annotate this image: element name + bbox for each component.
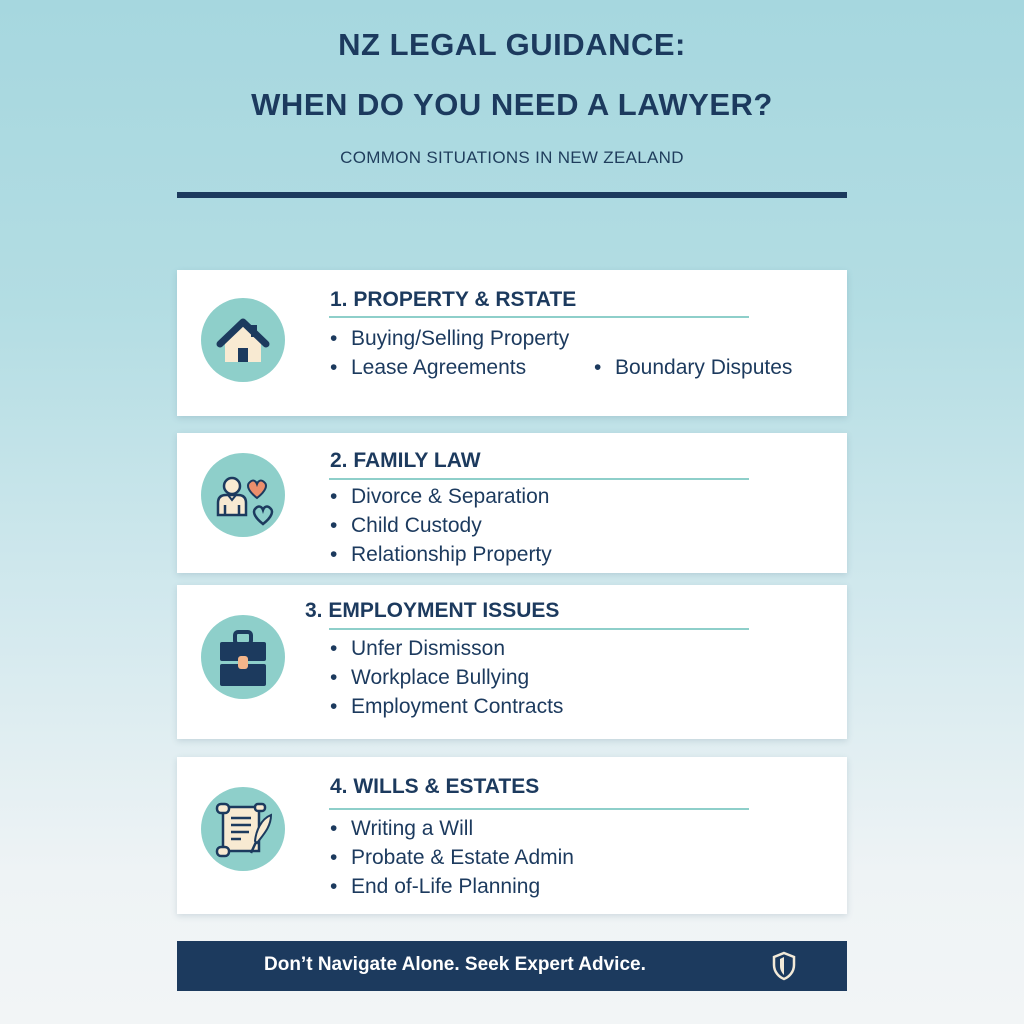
section-divider — [329, 316, 749, 318]
footer-text: Don’t Navigate Alone. Seek Expert Advice… — [264, 954, 646, 975]
shield-icon — [772, 951, 796, 981]
list-item: Divorce & Separation — [330, 485, 549, 509]
section-divider — [329, 628, 749, 630]
list-item: Employment Contracts — [330, 695, 563, 719]
list-item: Probate & Estate Admin — [330, 846, 574, 870]
family-hearts-icon — [201, 453, 285, 537]
list-item: Lease Agreements — [330, 356, 526, 380]
list-item: Unfer Dismisson — [330, 637, 505, 661]
list-item: Writing a Will — [330, 817, 473, 841]
list-item: Relationship Property — [330, 543, 552, 567]
section-divider — [329, 478, 749, 480]
section-card-property: 1. PROPERTY & RSTATE Buying/Selling Prop… — [177, 270, 847, 416]
header-divider — [177, 192, 847, 198]
list-item: Buying/Selling Property — [330, 327, 569, 351]
list-item: End of-Life Planning — [330, 875, 540, 899]
list-item: Workplace Bullying — [330, 666, 529, 690]
section-divider — [329, 808, 749, 810]
section-title: 2. FAMILY LAW — [330, 449, 481, 472]
section-title: 3. EMPLOYMENT ISSUES — [305, 599, 560, 622]
section-card-family: 2. FAMILY LAW Divorce & Separation Child… — [177, 433, 847, 573]
section-title: 1. PROPERTY & RSTATE — [330, 288, 577, 311]
scroll-quill-icon — [201, 787, 285, 871]
house-icon — [201, 298, 285, 382]
briefcase-icon — [201, 615, 285, 699]
page-title-line-1: NZ LEGAL GUIDANCE: — [338, 27, 686, 62]
section-card-wills: 4. WILLS & ESTATES Writing a Will Probat… — [177, 757, 847, 914]
page-subtitle: COMMON SITUATIONS IN NEW ZEALAND — [340, 148, 684, 167]
list-item: Boundary Disputes — [594, 356, 792, 380]
page-title-line-2: WHEN DO YOU NEED A LAWYER? — [251, 87, 773, 122]
section-card-employment: 3. EMPLOYMENT ISSUES Unfer Dismisson Wor… — [177, 585, 847, 739]
list-item: Child Custody — [330, 514, 482, 538]
footer-banner: Don’t Navigate Alone. Seek Expert Advice… — [177, 941, 847, 991]
section-title: 4. WILLS & ESTATES — [330, 775, 540, 798]
